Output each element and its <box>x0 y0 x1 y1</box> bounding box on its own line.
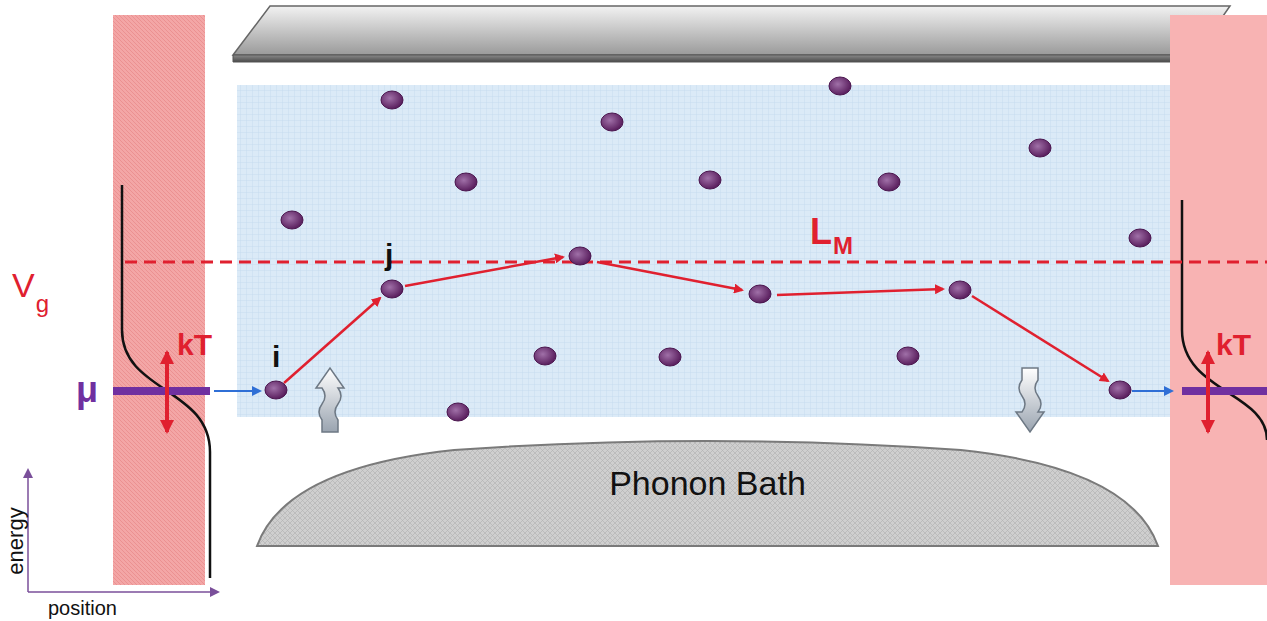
localized-site <box>1129 229 1151 247</box>
localized-site <box>265 381 287 399</box>
localized-site <box>381 280 403 298</box>
axis-label: position <box>48 598 117 618</box>
localized-site <box>829 77 851 95</box>
thermal-energy: kT <box>177 330 212 360</box>
gate-voltage: V <box>12 268 35 302</box>
axis-label: energy <box>5 507 27 574</box>
localized-site <box>699 171 721 189</box>
localized-site <box>878 173 900 191</box>
localized-site <box>659 348 681 366</box>
localized-site <box>281 211 303 229</box>
bath-label: Phonon Bath <box>255 465 1160 502</box>
localized-site <box>949 281 971 299</box>
localized-site <box>1029 139 1051 157</box>
length-subscript: M <box>833 234 853 258</box>
localized-site <box>1109 381 1131 399</box>
localized-site <box>569 247 591 265</box>
phonon-bath: Phonon Bath <box>255 428 1160 548</box>
localized-site <box>601 113 623 131</box>
gate-subscript: g <box>36 292 49 316</box>
localized-site <box>447 403 469 421</box>
site-label: j <box>385 240 393 270</box>
localized-site <box>534 347 556 365</box>
localized-site <box>897 347 919 365</box>
chemical-potential: μ <box>76 372 98 408</box>
site-label: i <box>272 342 280 372</box>
length-label: L <box>810 214 832 250</box>
localized-site <box>749 285 771 303</box>
localized-site <box>381 91 403 109</box>
localized-site <box>455 173 477 191</box>
thermal-energy: kT <box>1216 330 1251 360</box>
